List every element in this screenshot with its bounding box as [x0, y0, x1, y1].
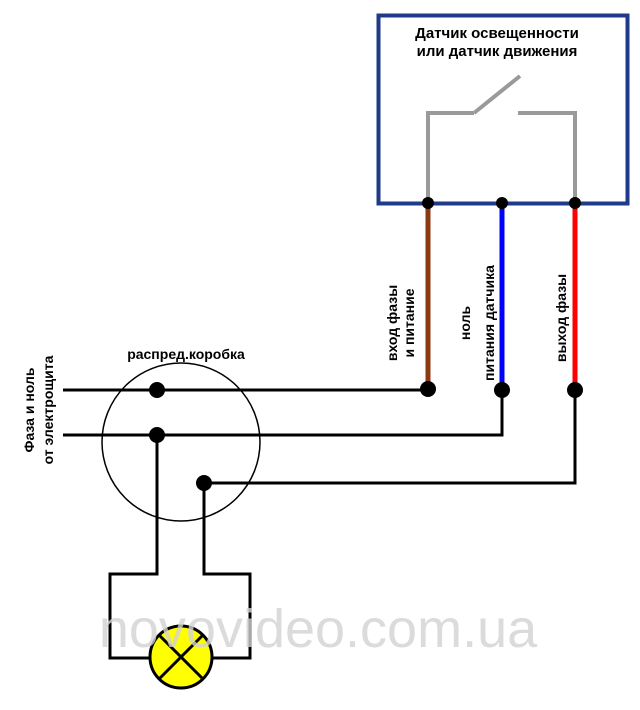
node-box-neutral: [149, 427, 165, 443]
wire-neutral-from-panel: [63, 390, 504, 437]
sensor-title-line2: или датчик движения: [417, 43, 578, 60]
sensor-title-line1: Датчик освещенности: [415, 25, 579, 42]
node-neutral: [494, 382, 510, 398]
label-panel-line1: Фаза и ноль: [21, 367, 37, 452]
sensor-internal-wire-left: [426, 111, 474, 200]
node-sensor-middle: [496, 197, 508, 209]
label-junction-box: распред.коробка: [127, 346, 245, 362]
wire-lamp-phase: [202, 483, 252, 660]
label-panel-line2: от электрощита: [40, 355, 56, 464]
node-phase-in: [420, 381, 436, 397]
wire-switched-phase: [204, 390, 577, 485]
label-phase-in-line1: вход фазы: [384, 285, 400, 361]
sensor-switch-blade: [472, 74, 522, 115]
label-phase-in-line2: и питание: [401, 288, 417, 357]
node-sensor-left: [422, 197, 434, 209]
lamp-cross-b: [158, 634, 204, 680]
node-phase-out: [567, 382, 583, 398]
node-sensor-right: [569, 197, 581, 209]
junction-box: [101, 362, 261, 522]
wire-lamp-neutral: [108, 435, 159, 660]
node-box-switched: [196, 475, 212, 491]
node-box-phase: [149, 382, 165, 398]
label-neutral-line1: ноль: [457, 306, 473, 341]
watermark-text: novovideo.com.ua: [99, 599, 538, 659]
label-neutral-line2: питания датчика: [481, 265, 497, 381]
sensor-internal-wire-right: [518, 111, 577, 200]
label-phase-out: выход фазы: [553, 274, 569, 362]
